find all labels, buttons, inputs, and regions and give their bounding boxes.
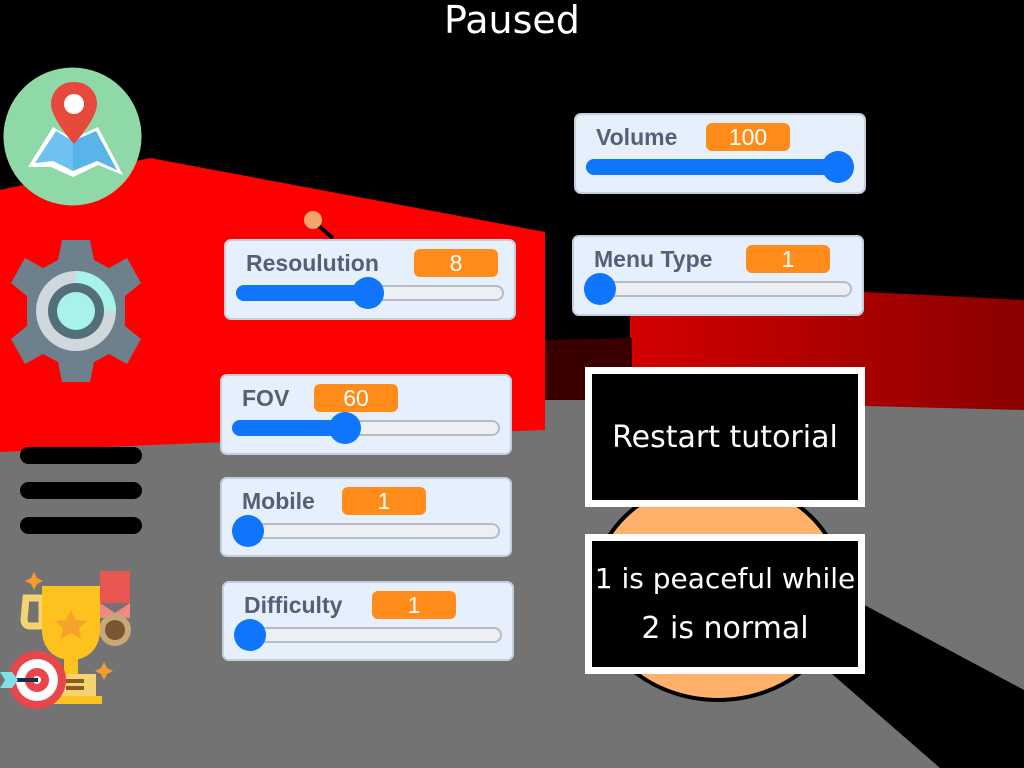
resolution-slider-thumb[interactable] — [351, 277, 384, 309]
difficulty-slider-thumb[interactable] — [234, 619, 266, 651]
volume-slider-thumb[interactable] — [822, 151, 854, 183]
difficulty-info-box: 1 is peaceful while 2 is normal — [585, 534, 865, 674]
menu-type-slider[interactable] — [584, 273, 852, 305]
resolution-slider[interactable] — [236, 277, 504, 309]
trophy-icon — [0, 571, 131, 709]
mobile-monitor: Mobile 1 — [220, 477, 512, 557]
marker-dot — [304, 211, 322, 229]
difficulty-value: 1 — [372, 591, 456, 619]
paused-title: Paused — [444, 0, 580, 42]
gear-icon — [11, 240, 141, 382]
settings-button[interactable] — [5, 238, 147, 384]
resolution-value: 8 — [414, 249, 498, 277]
fov-slider[interactable] — [232, 412, 500, 444]
restart-tutorial-button[interactable]: Restart tutorial — [585, 367, 865, 507]
menu-button[interactable] — [0, 440, 160, 540]
difficulty-monitor: Difficulty 1 — [222, 581, 514, 661]
mobile-value: 1 — [342, 487, 426, 515]
difficulty-info-line1: 1 is peaceful while — [594, 562, 856, 595]
resolution-label: Resoulution — [246, 250, 379, 276]
menu-type-label: Menu Type — [594, 246, 713, 272]
fov-label: FOV — [242, 385, 290, 411]
fov-slider-thumb[interactable] — [328, 412, 361, 444]
volume-value: 100 — [706, 123, 790, 151]
difficulty-info-line2: 2 is normal — [641, 611, 809, 646]
mobile-slider[interactable] — [232, 515, 500, 547]
map-icon — [3, 67, 142, 206]
fov-value: 60 — [314, 384, 398, 412]
difficulty-label: Difficulty — [244, 592, 343, 618]
map-button[interactable] — [3, 67, 142, 206]
menu-type-monitor: Menu Type 1 — [572, 235, 864, 316]
volume-label: Volume — [596, 124, 678, 150]
resolution-slider-fill — [236, 285, 368, 301]
volume-slider-fill — [586, 159, 838, 175]
menu-type-slider-thumb[interactable] — [584, 273, 616, 305]
difficulty-slider[interactable] — [234, 619, 502, 651]
restart-tutorial-label: Restart tutorial — [612, 419, 838, 455]
menu-type-value: 1 — [746, 245, 830, 273]
mobile-label: Mobile — [242, 488, 315, 514]
volume-slider[interactable] — [586, 151, 854, 183]
fov-slider-fill — [232, 420, 345, 436]
fov-monitor: FOV 60 — [220, 374, 512, 455]
resolution-monitor: Resoulution 8 — [224, 239, 516, 320]
achievements-button[interactable] — [0, 568, 140, 713]
volume-monitor: Volume 100 — [574, 113, 866, 194]
mobile-slider-thumb[interactable] — [232, 515, 264, 547]
